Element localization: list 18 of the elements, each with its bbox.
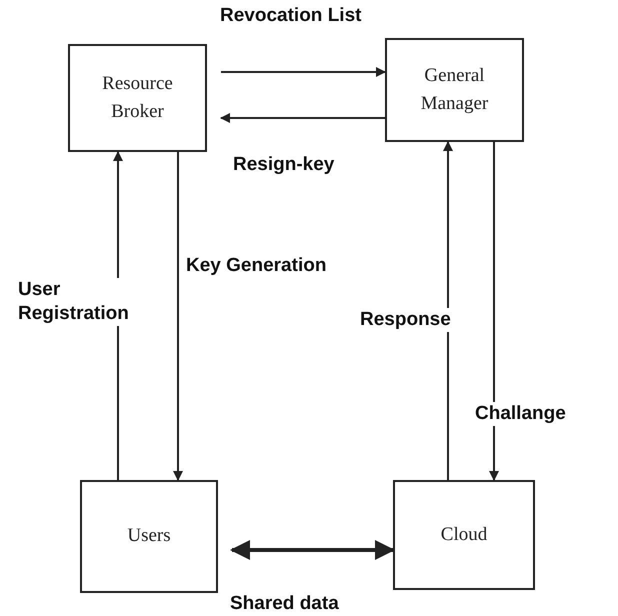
arrow: [443, 141, 453, 480]
edge-label: Response: [360, 308, 451, 332]
box-label: Resource Broker: [101, 72, 174, 124]
process-box: [393, 480, 535, 590]
edge-label: Resign-key: [233, 153, 334, 177]
box-label: General Manager: [420, 64, 490, 116]
process-box: [68, 44, 207, 152]
arrow: [173, 152, 183, 481]
arrow: [230, 540, 395, 560]
box-label: Users: [126, 524, 172, 548]
box-label: Cloud: [440, 522, 488, 547]
process-box: [80, 480, 218, 593]
edge-label: Challange: [475, 402, 566, 426]
arrow: [221, 67, 386, 77]
arrow: [489, 142, 499, 481]
arrow: [220, 113, 385, 123]
edge-label: Key Generation: [186, 254, 326, 278]
process-box: [385, 38, 524, 142]
